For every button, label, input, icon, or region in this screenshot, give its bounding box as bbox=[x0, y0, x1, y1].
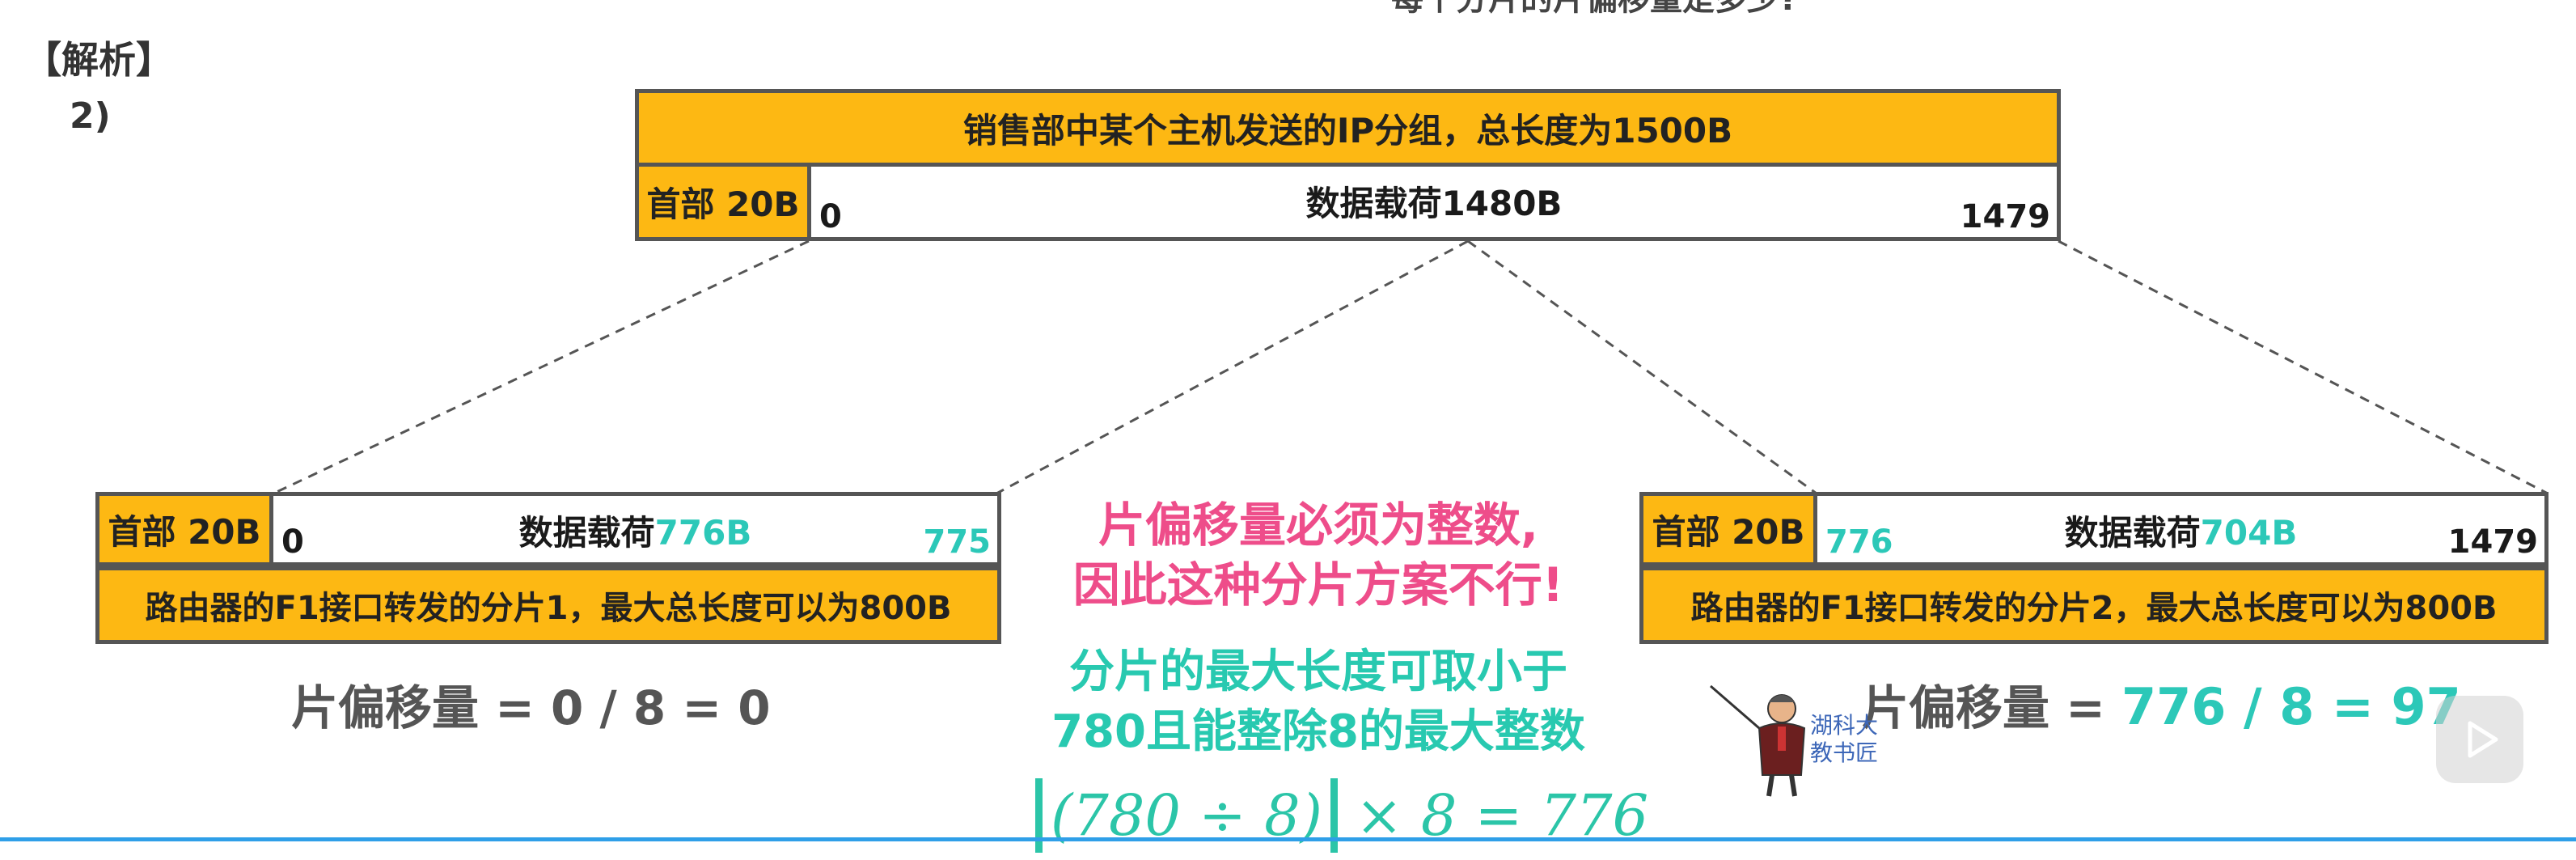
solution-line-2: 780且能整除8的最大整数 bbox=[1051, 705, 1585, 758]
play-icon bbox=[2468, 721, 2498, 758]
fragment2-offset-value: 776 / 8 = 97 bbox=[2121, 677, 2461, 736]
fragment2-caption: 路由器的F1接口转发的分片2，最大总长度可以为800B bbox=[1639, 566, 2549, 644]
floor-bracket-left bbox=[1035, 778, 1043, 853]
question-number: 2) bbox=[70, 95, 111, 137]
fragment1-caption: 路由器的F1接口转发的分片1，最大总长度可以为800B bbox=[95, 566, 1001, 644]
presenter-figure-icon bbox=[1710, 684, 1806, 797]
fragment1-start-offset: 0 bbox=[281, 523, 304, 561]
fragment2-payload-label: 数据载荷704B bbox=[2064, 513, 2298, 553]
original-start-offset: 0 bbox=[819, 198, 842, 235]
original-packet-title: 销售部中某个主机发送的IP分组，总长度为1500B bbox=[635, 89, 2061, 167]
solution-line-1: 分片的最大长度可取小于 bbox=[1069, 646, 1567, 698]
fragment2-end-offset: 1479 bbox=[2447, 523, 2538, 561]
brand-label: 湖科大 教书匠 bbox=[1810, 712, 1878, 767]
fragment2-payload: 数据载荷704B 776 1479 bbox=[1817, 492, 2549, 566]
fragment2-header: 首部 20B bbox=[1639, 492, 1817, 566]
fragment1-payload-label: 数据载荷776B bbox=[518, 513, 752, 553]
original-packet-header: 首部 20B bbox=[635, 163, 811, 241]
original-packet-payload: 数据载荷1480B 0 1479 bbox=[811, 163, 2061, 241]
question-text: 每个分片的片偏移量是多少? bbox=[1391, 0, 1798, 19]
warning-note: 片偏移量必须为整数, 因此这种分片方案不行! bbox=[1035, 495, 1601, 615]
warning-line-2: 因此这种分片方案不行! bbox=[1072, 557, 1564, 612]
fragment1-header: 首部 20B bbox=[95, 492, 273, 566]
floor-formula: (780 ÷ 8)× 8 = 776 bbox=[1035, 778, 1648, 853]
fragment2-offset: 片偏移量 = 776 / 8 = 97 bbox=[1862, 677, 2461, 736]
progress-bar[interactable] bbox=[0, 837, 2576, 841]
analysis-label: 【解析】 bbox=[24, 38, 173, 82]
original-end-offset: 1479 bbox=[1960, 198, 2050, 235]
solution-note: 分片的最大长度可取小于 780且能整除8的最大整数 bbox=[1027, 642, 1609, 762]
brand-line-2: 教书匠 bbox=[1810, 739, 1879, 766]
fragment2-start-offset: 776 bbox=[1825, 523, 1893, 561]
fragment1-end-offset: 775 bbox=[923, 523, 992, 561]
warning-line-1: 片偏移量必须为整数, bbox=[1098, 498, 1539, 553]
fragment1-offset: 片偏移量 = 0 / 8 = 0 bbox=[291, 680, 771, 735]
floor-bracket-right bbox=[1330, 778, 1338, 853]
brand-line-1: 湖科大 bbox=[1810, 712, 1879, 739]
play-button[interactable] bbox=[2436, 696, 2523, 783]
fragment1-payload: 数据载荷776B 0 775 bbox=[273, 492, 1001, 566]
original-payload-label: 数据载荷1480B bbox=[1305, 184, 1563, 223]
